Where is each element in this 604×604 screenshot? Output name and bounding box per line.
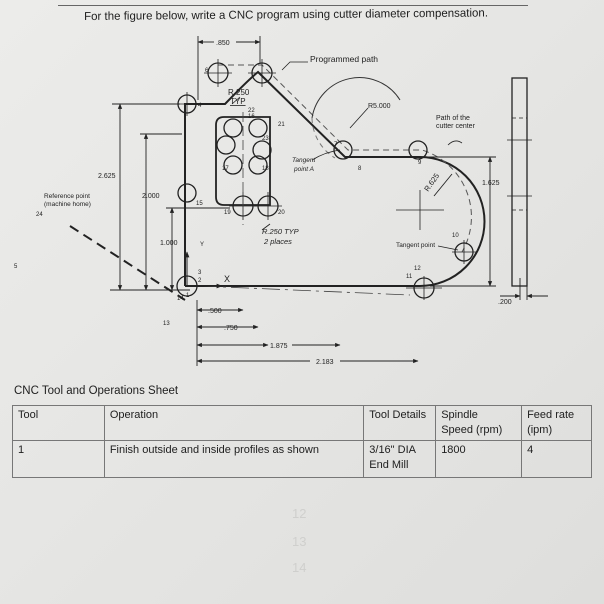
cell-details-line1: 3/16" DIA — [369, 444, 416, 456]
r5000-arc — [311, 77, 401, 119]
point-2: 2 — [198, 278, 202, 284]
label-ref-point-1: Reference point — [44, 193, 90, 200]
point-16: 16 — [248, 114, 255, 120]
cell-tool-details: 3/16" DIA End Mill — [363, 440, 437, 478]
cell-spindle: 1800 — [435, 440, 523, 478]
label-typ: TYP — [230, 97, 246, 106]
header-spindle-line1: Spindle — [441, 409, 478, 421]
point-10: 10 — [452, 233, 459, 239]
dim-2183: 2.183 — [316, 359, 334, 366]
point-4: 4 — [198, 103, 202, 109]
header-feed: Feed rate (ipm) — [521, 405, 592, 441]
x-centerline — [199, 285, 411, 296]
point-20: 20 — [278, 210, 285, 216]
label-programmed-path: Programmed path — [310, 54, 378, 64]
header-spindle-line2: Speed (rpm) — [441, 424, 503, 436]
part-outline — [184, 70, 486, 287]
bleed-through-14: 14 — [292, 560, 307, 575]
point-9: 9 — [418, 160, 422, 166]
r5000-arc-dash — [311, 117, 336, 159]
side-view — [507, 77, 532, 287]
point-3: 3 — [198, 270, 202, 276]
point-numbers: 1 2 3 4 5 6 7 8 9 10 11 12 13 14 15 16 1… — [14, 68, 459, 327]
header-tool-details-text: Tool Details — [369, 409, 427, 421]
point-14: 14 — [177, 296, 184, 302]
cell-feed: 4 — [521, 440, 592, 478]
inner-pocket — [215, 116, 271, 206]
label-ref-point-2: (machine home) — [44, 201, 91, 208]
dim-1625: 1.625 — [482, 180, 500, 187]
label-axis-y: Y — [200, 242, 204, 248]
header-tool-details: Tool Details — [363, 405, 437, 441]
point-6: 6 — [205, 68, 209, 74]
point-5: 5 — [14, 264, 18, 270]
dim-1000: 1.000 — [160, 240, 178, 247]
header-tool-text: Tool — [18, 409, 39, 421]
label-r250-2places-2: 2 places — [263, 237, 292, 246]
dim-1875: 1.875 — [270, 343, 288, 350]
point-24: 24 — [36, 212, 43, 218]
header-tool: Tool — [12, 405, 105, 441]
point-17: 17 — [222, 166, 229, 172]
point-23: 23 — [262, 136, 269, 142]
dim-2000: 2.000 — [142, 193, 160, 200]
dim-2625: 2.625 — [98, 173, 116, 180]
point-7: 7 — [334, 142, 338, 148]
dim-750: .750 — [224, 325, 238, 332]
label-r625: R.625 — [422, 172, 441, 194]
header-feed-line1: Feed rate — [527, 409, 575, 421]
label-r5000: R5.000 — [368, 103, 391, 110]
point-15: 15 — [196, 201, 203, 207]
label-tangent-point: Tangent point — [396, 242, 435, 249]
header-operation: Operation — [103, 405, 365, 441]
header-operation-text: Operation — [109, 409, 159, 421]
point-21: 21 — [278, 122, 285, 128]
cell-operation: Finish outside and inside profiles as sh… — [103, 440, 365, 478]
cell-tool: 1 — [12, 440, 105, 478]
dimension-lines — [110, 36, 548, 366]
header-feed-line2: (ipm) — [527, 424, 553, 436]
point-18: 18 — [262, 166, 269, 172]
operations-sheet-title: CNC Tool and Operations Sheet — [14, 385, 179, 397]
leader-lines — [231, 61, 463, 251]
approach-line — [69, 225, 186, 301]
point-22: 22 — [248, 108, 255, 114]
cutter-center-path — [218, 64, 472, 253]
page-top-rule — [58, 5, 528, 6]
label-path-center-2: cutter center — [436, 123, 476, 130]
point-13: 13 — [163, 321, 170, 327]
point-1: 1 — [186, 293, 190, 299]
cell-tool-text: 1 — [18, 444, 25, 456]
label-axis-x: X — [224, 274, 230, 284]
cell-feed-text: 4 — [527, 444, 534, 456]
dim-500: .500 — [208, 308, 222, 315]
label-path-center-1: Path of the — [436, 115, 470, 122]
dim-200: .200 — [498, 299, 512, 306]
table-row: 1 Finish outside and inside profiles as … — [12, 440, 592, 478]
bleed-through-12: 12 — [292, 506, 307, 521]
point-8: 8 — [358, 166, 362, 172]
point-12: 12 — [414, 266, 421, 272]
label-tangent-a-1: Tangent — [292, 157, 316, 164]
cell-operation-text: Finish outside and inside profiles as sh… — [109, 444, 319, 456]
label-r250: R.250 — [228, 88, 250, 97]
label-r250-2places-1: R.250 TYP — [262, 227, 299, 236]
bleed-through-13: 13 — [292, 534, 307, 549]
point-11: 11 — [406, 274, 413, 280]
cell-spindle-text: 1800 — [441, 444, 466, 456]
label-tangent-a-2: point A — [293, 166, 314, 173]
point-19: 19 — [224, 210, 231, 216]
dim-850: .850 — [216, 40, 230, 47]
cell-details-line2: End Mill — [369, 459, 409, 471]
